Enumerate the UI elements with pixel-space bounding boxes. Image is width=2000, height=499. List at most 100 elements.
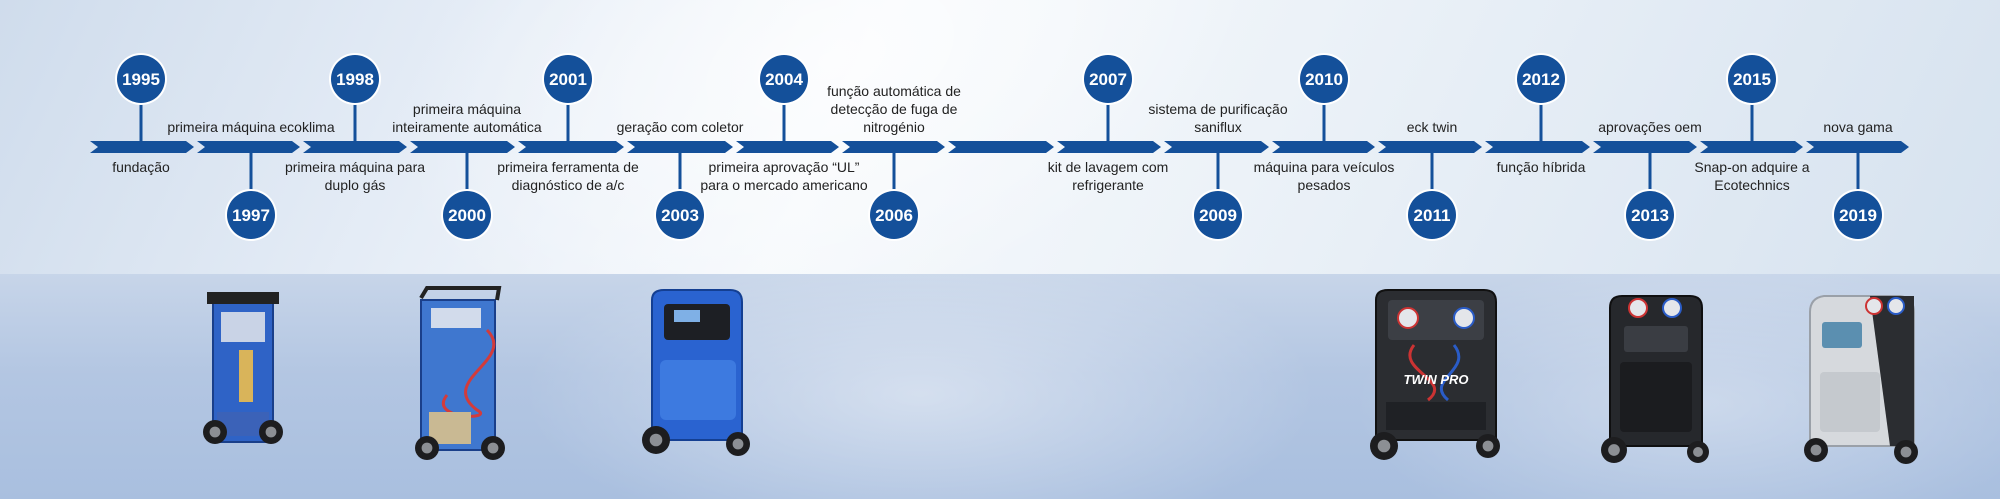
timeline-spine-segment [1378,141,1482,153]
milestone-year: 2001 [549,70,587,89]
milestone-description: primeira máquina ecoklima [167,119,335,135]
timeline-spine-segment [197,141,300,153]
timeline-spine-segment [90,141,194,153]
pressure-gauge-icon [1865,297,1883,315]
milestone-node: 2015 [1726,53,1778,141]
product-machine [415,286,505,460]
wheel-hub [732,438,744,450]
milestone-year: 2013 [1631,206,1669,225]
timeline-spine-segment [1272,141,1375,153]
milestone-node: 2019 [1832,153,1884,241]
product-badge: TWIN PRO [1404,372,1469,387]
product-machine [1804,295,1918,464]
milestone-description: nova gama [1823,119,1893,135]
display-screen [674,310,700,322]
milestone-description: aprovações oem [1598,119,1702,135]
milestone-year: 2019 [1839,206,1877,225]
milestone-description: primeira máquina inteiramente automática [392,101,542,135]
tank-window [239,350,253,402]
wheel-hub [265,426,277,438]
milestone-circle [331,55,379,103]
wheel-hub [1693,447,1703,457]
timeline-spine-segment [1057,141,1161,153]
milestone-circle [1408,191,1456,239]
milestone-node: 2001 [542,53,594,141]
milestone-node: 1998 [329,53,381,141]
milestone-description: função híbrida [1496,159,1586,175]
lower-panel [429,412,471,444]
milestone-year: 1997 [232,206,270,225]
milestone-circle [1626,191,1674,239]
wheel-hub [1900,446,1912,458]
milestone-description: fundação [112,159,170,175]
milestone-circle [1728,55,1776,103]
wheel-hub [1482,440,1494,452]
milestone-year: 2011 [1414,206,1451,225]
milestone-node: 2003 [654,153,706,241]
red-hose [1408,344,1437,402]
milestone-year: 2012 [1522,70,1560,89]
timeline-spine-segment [948,141,1054,153]
milestone-description: Snap-on adquire a Ecotechnics [1694,159,1810,193]
timeline-spine-segment [1700,141,1803,153]
wheel-hub [1810,444,1822,456]
timeline: 1995 1997 1998 2000 2001 2003 2004 2006 2007 2009… [90,53,1909,241]
pressure-gauge-icon [1628,298,1648,318]
side-panel [1870,296,1914,446]
timeline-spine-segment [627,141,733,153]
milestone-year: 2015 [1733,70,1771,89]
control-panel [221,312,265,342]
pressure-gauge-icon [1453,307,1475,329]
milestone-description: sistema de purificação saniflux [1148,101,1288,135]
milestone-year: 2000 [448,206,486,225]
milestone-node: 2006 [868,153,920,241]
product-machine: TWIN PRO [1370,289,1500,460]
milestone-circle [544,55,592,103]
wheel-hub [1608,444,1620,456]
milestone-node: 1997 [225,153,277,241]
milestone-description: primeira ferramenta de diagnóstico de a/… [497,159,639,193]
milestone-node: 2007 [1082,53,1134,141]
milestone-node: 2010 [1298,53,1350,141]
milestone-circle [760,55,808,103]
milestone-circle [656,191,704,239]
machine-handle [207,292,279,304]
pressure-gauge-icon [1397,307,1419,329]
pressure-gauge-icon [1887,297,1905,315]
milestone-node: 2009 [1192,153,1244,241]
milestone-circle [1834,191,1882,239]
milestone-description: kit de lavagem com refrigerante [1047,159,1169,193]
wheel-hub [1377,439,1391,453]
milestone-circle [1194,191,1242,239]
milestone-node: 1995 [115,53,167,141]
milestone-circle [227,191,275,239]
wheel-hub [649,433,663,447]
product-machine [1601,295,1709,463]
milestone-circle [117,55,165,103]
milestone-year: 2003 [661,206,699,225]
milestone-description: geração com coletor [616,119,744,135]
milestone-year: 2009 [1199,206,1237,225]
milestone-description: função automática de detecção de fuga de… [827,83,961,135]
timeline-spine-segment [1164,141,1269,153]
timeline-spine-segment [1593,141,1697,153]
blue-hose [1439,344,1461,402]
milestone-year: 2007 [1089,70,1127,89]
timeline-spine-segment [736,141,839,153]
milestone-year: 2010 [1305,70,1343,89]
milestone-node: 2004 [758,53,810,141]
display-screen [1822,322,1862,348]
control-panel [431,308,481,328]
milestone-node: 2013 [1624,153,1676,241]
milestone-node: 2012 [1515,53,1567,141]
milestone-node: 2011 [1406,153,1458,241]
milestone-circle [1300,55,1348,103]
milestone-description: eck twin [1406,119,1458,135]
timeline-spine-segment [842,141,945,153]
milestone-description: máquina para veículos pesados [1253,159,1395,193]
wheel-hub [487,442,499,454]
vent-grille [1620,362,1692,432]
milestone-description: primeira máquina para duplo gás [284,159,426,193]
timeline-spine-segment [518,141,624,153]
